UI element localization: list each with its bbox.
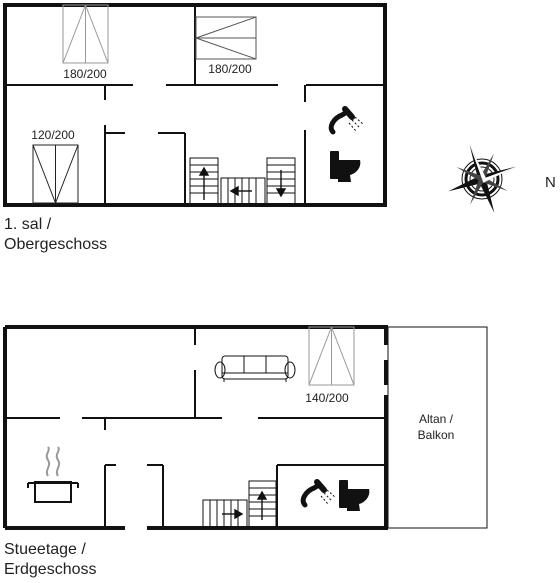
bed-icon: [308, 326, 355, 386]
upper-interior-walls: [5, 5, 385, 205]
bed-icon: [195, 16, 257, 60]
stairs-arrow-icon: [222, 490, 268, 520]
floor-name-line: Obergeschoss: [4, 236, 108, 253]
shower-icon: [328, 106, 364, 135]
upper-floor-caption: 1. sal / Obergeschoss: [4, 215, 107, 255]
balcony-outline: [387, 326, 488, 529]
bed-icon: [62, 4, 109, 64]
toilet-icon: [330, 151, 361, 182]
bed-size-label: 140/200: [305, 391, 349, 405]
cooking-pot-icon: [27, 446, 79, 503]
toilet-icon: [339, 480, 370, 511]
bed-icon: [32, 144, 79, 204]
bed-size-label: 180/200: [63, 67, 107, 81]
upper-floor: 180/200 180/200 120/200: [3, 3, 387, 207]
stairs-icon: [202, 480, 277, 528]
sofa-icon: [214, 355, 296, 382]
balcony-label: Balkon: [418, 428, 455, 442]
ground-floor: Altan / Balkon: [3, 325, 488, 530]
stairs-arrow-icon: [198, 166, 287, 200]
compass-north-label: N: [545, 174, 556, 191]
compass-rose-icon: [448, 145, 516, 213]
floor-name-line: 1. sal /: [4, 216, 52, 233]
stairs-icon: [189, 157, 296, 205]
bed-size-label: 180/200: [208, 62, 252, 76]
bed-size-label: 120/200: [31, 128, 75, 142]
shower-icon: [300, 479, 336, 508]
ground-interior-walls: [5, 327, 386, 528]
ground-floor-caption: Stueetage / Erdgeschoss: [4, 540, 97, 580]
floor-name-line: Erdgeschoss: [4, 561, 97, 578]
balcony-label: Altan /: [419, 412, 454, 426]
floor-name-line: Stueetage /: [4, 541, 86, 558]
